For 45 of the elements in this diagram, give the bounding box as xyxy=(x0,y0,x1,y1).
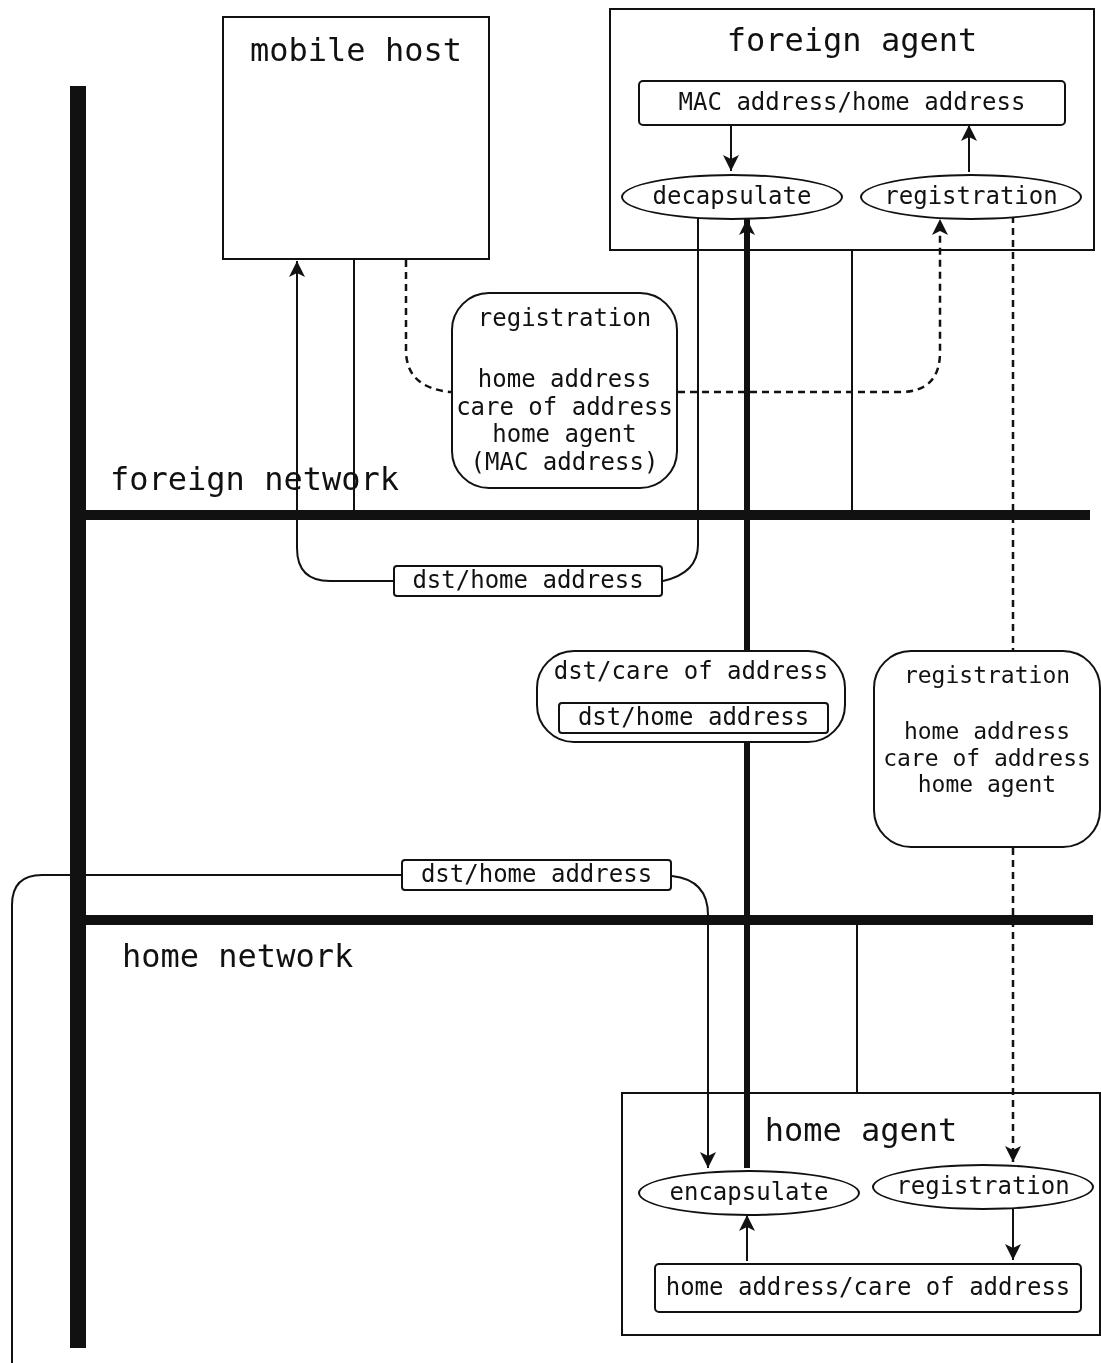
packet-title: registration xyxy=(477,304,652,333)
connector-line xyxy=(353,259,355,511)
packet-box xyxy=(536,650,846,743)
header-box xyxy=(401,859,672,891)
arrow xyxy=(289,260,394,582)
network-bus xyxy=(86,510,1090,520)
node-label: dst/home address xyxy=(412,567,644,595)
dashed-arrow xyxy=(678,219,948,394)
connector-line xyxy=(11,874,402,1363)
node-label: decapsulate xyxy=(652,183,812,211)
box-title: mobile host xyxy=(250,32,462,69)
header-box xyxy=(393,565,663,597)
node-label: dst/home address xyxy=(577,704,810,732)
packet-box xyxy=(873,650,1101,848)
arrow xyxy=(671,875,716,1169)
node-label: dst/care of address xyxy=(553,658,829,686)
table-box xyxy=(654,1263,1082,1313)
node-label: MAC address/home address xyxy=(678,89,1026,117)
packet-title: registration xyxy=(903,662,1071,689)
arrow xyxy=(739,1214,755,1262)
box-title: home agent xyxy=(764,1112,958,1149)
arrow xyxy=(1005,1207,1021,1261)
box-title: foreign agent xyxy=(726,22,978,59)
header-box xyxy=(558,702,829,734)
table-box xyxy=(638,80,1066,126)
node-label: registration xyxy=(884,183,1058,211)
node-label: home address/care of address xyxy=(665,1274,1071,1302)
packet-box xyxy=(451,292,678,489)
arrow xyxy=(739,219,755,650)
agent-box xyxy=(621,1092,1101,1336)
connector-line xyxy=(851,250,853,511)
network-bus xyxy=(86,915,1093,925)
node-label: home address care of address home agent xyxy=(882,718,1092,798)
arrow xyxy=(961,124,977,173)
host-box xyxy=(222,16,490,260)
connector-line xyxy=(744,743,750,1168)
node-label: dst/home address xyxy=(420,861,653,889)
connector-line xyxy=(856,924,858,1093)
node-label: encapsulate xyxy=(669,1179,829,1207)
node-label: registration xyxy=(896,1173,1070,1201)
agent-box xyxy=(609,8,1095,251)
dashed-arrow xyxy=(1005,848,1021,1162)
arrow xyxy=(723,123,739,172)
node-label: home address care of address home agent (MAC address) xyxy=(455,366,674,477)
network-label: home network xyxy=(122,937,354,975)
